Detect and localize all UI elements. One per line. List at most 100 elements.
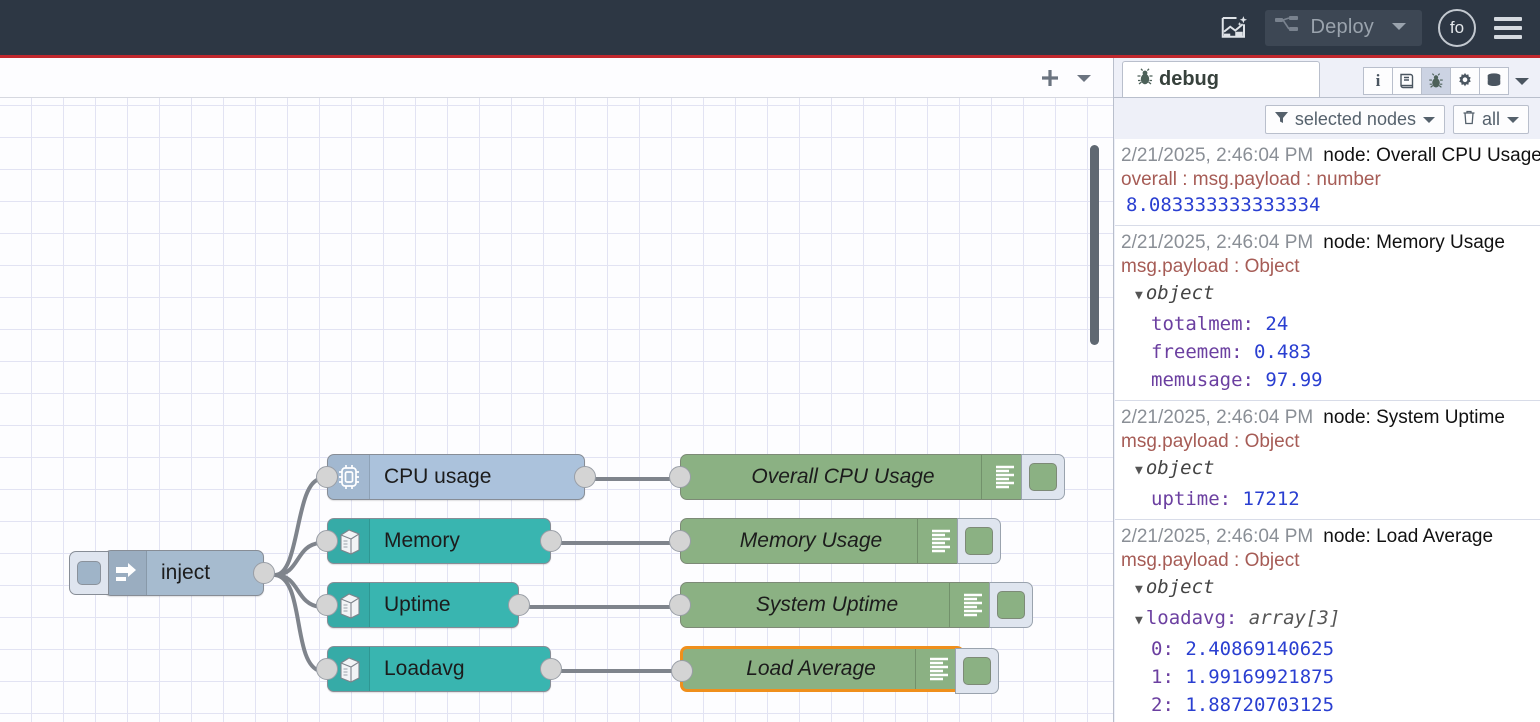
- caret-down-icon: ▼: [1135, 582, 1143, 597]
- sidebar-more-chevron-down-icon[interactable]: [1509, 67, 1535, 95]
- debug-message-header: 2/21/2025, 2:46:04 PM node: System Uptime: [1121, 405, 1540, 430]
- tab-debug[interactable]: debug: [1122, 61, 1320, 97]
- debug-object-value: 17212: [1242, 488, 1300, 510]
- debug-object-row: freemem: 0.483: [1151, 341, 1312, 363]
- node-output-port[interactable]: [574, 466, 596, 488]
- debug-topic: msg.payload : Object: [1121, 431, 1300, 452]
- node-input-port[interactable]: [669, 594, 691, 616]
- debug-object-key: totalmem: [1151, 313, 1243, 335]
- deploy-node-icon: [1274, 15, 1301, 40]
- node-input-port[interactable]: [669, 530, 691, 552]
- debug-object-toggle[interactable]: ▼object: [1121, 454, 1540, 485]
- node-label: inject: [161, 561, 211, 584]
- node-input-port[interactable]: [669, 466, 691, 488]
- debug-source-node: node: Overall CPU Usage: [1323, 145, 1540, 166]
- debug-node-label: System Uptime: [755, 593, 899, 616]
- context-data-icon[interactable]: [1479, 67, 1509, 95]
- node-input-port[interactable]: [316, 530, 338, 552]
- debug-node-load-average[interactable]: Load Average: [671, 646, 999, 694]
- gear-icon[interactable]: [1450, 67, 1480, 95]
- inject-trigger-inner: [77, 561, 101, 585]
- plus-icon[interactable]: [1033, 58, 1067, 98]
- debug-filter-label: selected nodes: [1294, 108, 1416, 129]
- deploy-button[interactable]: Deploy: [1264, 9, 1422, 46]
- debug-node-label: Memory Usage: [739, 529, 883, 552]
- canvas-vertical-scrollbar[interactable]: [1090, 145, 1099, 345]
- debug-lines-icon: [917, 519, 963, 563]
- flow-workspace: inject CPU usage: [0, 58, 1113, 722]
- debug-node-memory-usage[interactable]: Memory Usage: [669, 518, 1001, 564]
- debug-lines-icon: [915, 649, 961, 689]
- deploy-label: Deploy: [1310, 16, 1374, 38]
- debug-clear-button[interactable]: all: [1452, 104, 1529, 134]
- node-output-port[interactable]: [540, 530, 562, 552]
- flow-tab-menu-chevron-down-icon[interactable]: [1067, 58, 1101, 98]
- node-inject[interactable]: inject: [69, 550, 275, 596]
- debug-array-index: 2: [1151, 694, 1163, 716]
- help-book-icon[interactable]: [1392, 67, 1422, 95]
- node-label: CPU usage: [384, 465, 492, 488]
- debug-array-value: 1.88720703125: [1185, 694, 1335, 716]
- avatar[interactable]: fo: [1438, 8, 1476, 47]
- node-memory[interactable]: Memory: [316, 518, 562, 564]
- debug-source-node: node: Load Average: [1323, 526, 1494, 547]
- debug-array-toggle[interactable]: ▼loadavg: array[3]: [1135, 607, 1341, 629]
- debug-object-row: memusage: 97.99: [1151, 369, 1323, 391]
- debug-object-toggle[interactable]: ▼object: [1121, 279, 1540, 310]
- debug-array-row: 1: 1.99169921875: [1151, 666, 1335, 688]
- debug-enable-toggle[interactable]: [957, 518, 1001, 564]
- debug-enable-indicator: [1029, 463, 1057, 491]
- debug-node-system-uptime[interactable]: System Uptime: [669, 582, 1033, 628]
- debug-object-label: object: [1145, 457, 1215, 479]
- accent-bar: [0, 55, 1540, 58]
- node-input-port[interactable]: [316, 466, 338, 488]
- node-input-port[interactable]: [671, 660, 693, 682]
- node-output-port[interactable]: [508, 594, 530, 616]
- debug-enable-indicator: [965, 527, 993, 555]
- debug-node-overall-cpu-usage[interactable]: Overall CPU Usage: [669, 454, 1065, 500]
- debug-topic: msg.payload : Object: [1121, 256, 1300, 277]
- debug-message[interactable]: 2/21/2025, 2:46:04 PM node: System Uptime…: [1115, 401, 1540, 520]
- ai-flow-generate-icon[interactable]: [1211, 8, 1257, 48]
- flow-canvas[interactable]: inject CPU usage: [0, 98, 1113, 722]
- node-loadavg[interactable]: Loadavg: [316, 646, 562, 692]
- debug-object-label: object: [1145, 282, 1215, 304]
- inject-trigger-button[interactable]: [69, 551, 109, 595]
- funnel-icon: [1274, 109, 1289, 130]
- debug-lines-icon: [981, 455, 1027, 499]
- server-icon: [328, 583, 370, 627]
- debug-source-node: node: System Uptime: [1323, 407, 1505, 428]
- debug-enable-toggle[interactable]: [955, 648, 999, 694]
- chevron-down-icon[interactable]: [1388, 19, 1418, 37]
- node-cpu-usage[interactable]: CPU usage: [316, 454, 596, 500]
- debug-node-label: Load Average: [746, 657, 876, 680]
- info-icon[interactable]: i: [1363, 67, 1393, 95]
- node-uptime[interactable]: Uptime: [316, 582, 530, 628]
- tab-debug-label: debug: [1159, 68, 1219, 90]
- debug-timestamp: 2/21/2025, 2:46:04 PM: [1121, 407, 1314, 428]
- node-output-port[interactable]: [253, 562, 275, 584]
- debug-filter-button[interactable]: selected nodes: [1264, 104, 1445, 134]
- flow-tab-bar: [0, 58, 1113, 98]
- debug-enable-indicator: [963, 657, 991, 685]
- sidebar: debug i: [1113, 58, 1540, 722]
- debug-bug-icon[interactable]: [1421, 67, 1451, 95]
- node-input-port[interactable]: [316, 658, 338, 680]
- debug-message-list[interactable]: 2/21/2025, 2:46:04 PM node: Overall CPU U…: [1115, 139, 1540, 722]
- hamburger-menu-icon[interactable]: [1494, 16, 1522, 39]
- debug-object-toggle[interactable]: ▼object: [1121, 573, 1540, 604]
- debug-enable-indicator: [997, 591, 1025, 619]
- node-input-port[interactable]: [316, 594, 338, 616]
- debug-enable-toggle[interactable]: [1021, 454, 1065, 500]
- debug-array-index: 0: [1151, 638, 1163, 660]
- node-output-port[interactable]: [540, 658, 562, 680]
- header-actions: Deploy fo: [1211, 8, 1540, 48]
- wire-layer: [273, 477, 677, 673]
- debug-clear-label: all: [1481, 108, 1500, 129]
- caret-down-icon: ▼: [1135, 463, 1143, 478]
- debug-object-value: 97.99: [1265, 369, 1323, 391]
- debug-enable-toggle[interactable]: [989, 582, 1033, 628]
